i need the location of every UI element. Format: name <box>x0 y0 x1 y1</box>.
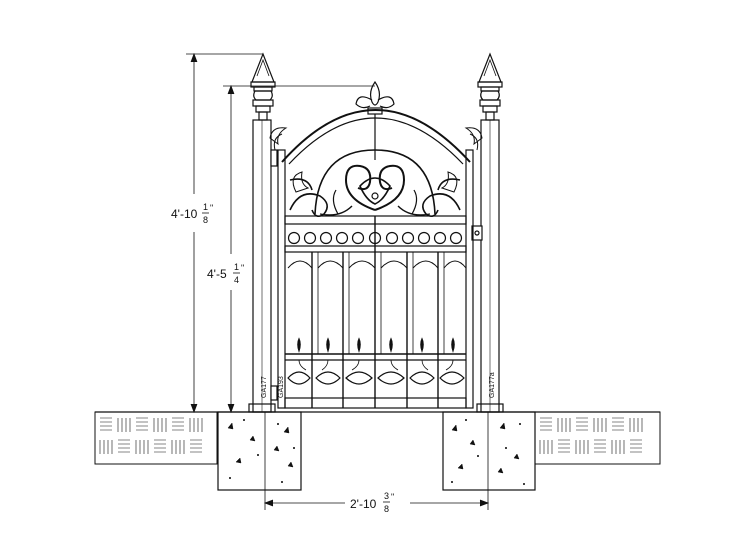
part-label-gate-panel: GA193 <box>278 376 285 398</box>
gate-height-dimension <box>223 84 375 414</box>
opening-width-label: 2'-10 3 8 " <box>350 491 394 514</box>
part-label-hinge-post: GA177 <box>261 376 268 398</box>
gate-panel <box>269 80 483 409</box>
opening-width-dimension <box>263 490 490 510</box>
overall-height-label: 4'-10 1 8 " <box>171 202 213 225</box>
left-post <box>248 52 278 413</box>
svg-text:1: 1 <box>234 262 239 272</box>
right-post <box>471 52 504 413</box>
gate-height-label: 4'-5 1 4 " <box>207 262 244 285</box>
gate-ring-row <box>287 231 463 245</box>
overall-height-dimension <box>186 52 263 414</box>
svg-text:": " <box>241 263 244 273</box>
gate-panel-arches <box>287 260 467 269</box>
left-paving-hatch <box>99 417 203 454</box>
svg-text:8: 8 <box>203 215 208 225</box>
right-paving-hatch <box>539 417 643 454</box>
ground-paving <box>94 411 661 465</box>
part-label-latch-post: GA177a <box>489 372 496 398</box>
svg-text:4'-10: 4'-10 <box>171 207 198 221</box>
svg-text:4'-5: 4'-5 <box>207 267 227 281</box>
gate-lower-ornaments <box>287 359 465 385</box>
svg-text:": " <box>210 203 213 213</box>
svg-text:3: 3 <box>384 491 389 501</box>
gate-flame-finials <box>297 337 455 353</box>
right-footing <box>442 411 536 491</box>
svg-text:": " <box>391 492 394 502</box>
svg-text:8: 8 <box>384 504 389 514</box>
svg-text:4: 4 <box>234 275 239 285</box>
gate-pickets <box>311 216 445 408</box>
svg-text:1: 1 <box>203 202 208 212</box>
left-footing <box>217 411 302 491</box>
svg-text:2'-10: 2'-10 <box>350 497 377 511</box>
